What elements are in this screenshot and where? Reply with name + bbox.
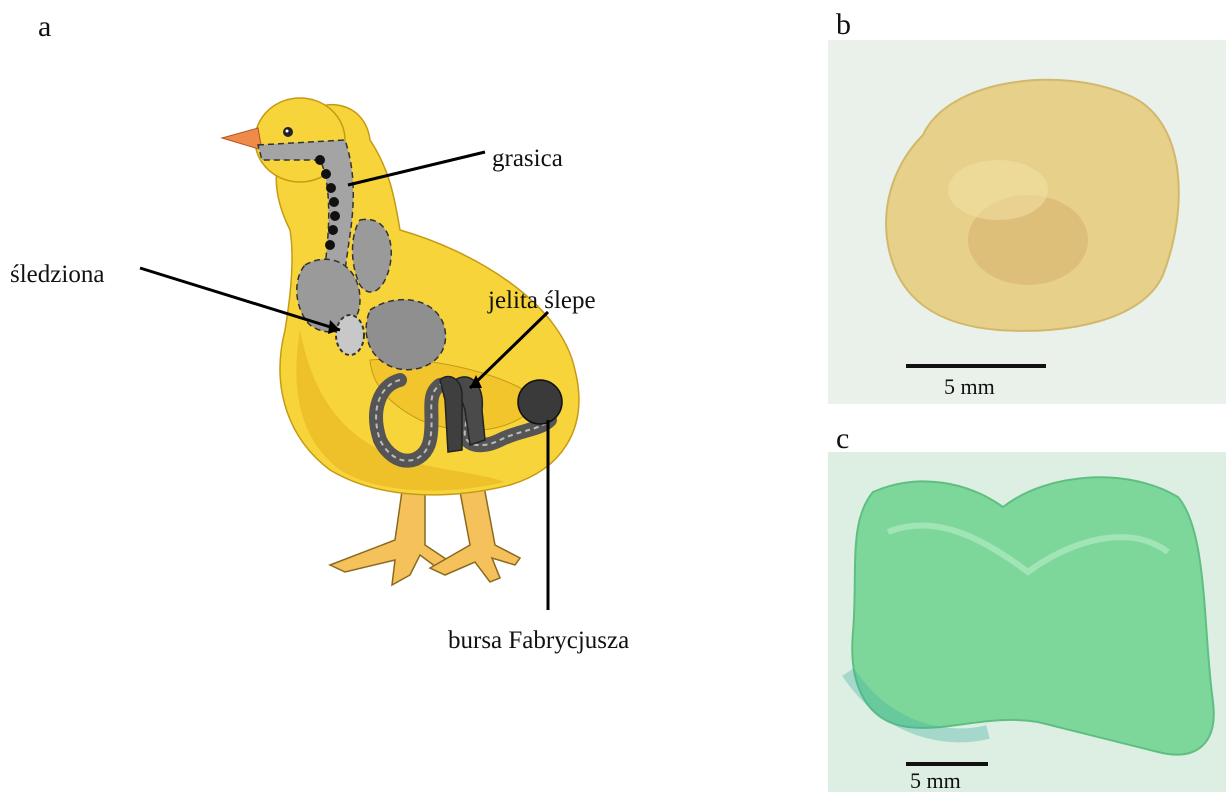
panel-letter-b: b [836,10,851,40]
chick-beak [222,128,262,150]
photo-b [828,40,1226,404]
photo-c [828,452,1226,792]
chick-anatomy-illustration [0,0,820,796]
spleen-shape [336,315,364,355]
label-ceca: jelita ślepe [488,288,596,313]
scale-label-b: 5 mm [944,376,995,398]
label-thymus: grasica [492,146,563,171]
label-bursa: bursa Fabrycjusza [448,628,629,653]
scale-label-c: 5 mm [910,770,961,792]
tissue-sample-c [852,477,1214,754]
scale-bar-c [906,762,988,766]
panel-letter-c: c [836,424,849,454]
label-spleen: śledziona [10,262,104,287]
bursa-shape [518,380,562,424]
scale-bar-b [906,364,1046,368]
